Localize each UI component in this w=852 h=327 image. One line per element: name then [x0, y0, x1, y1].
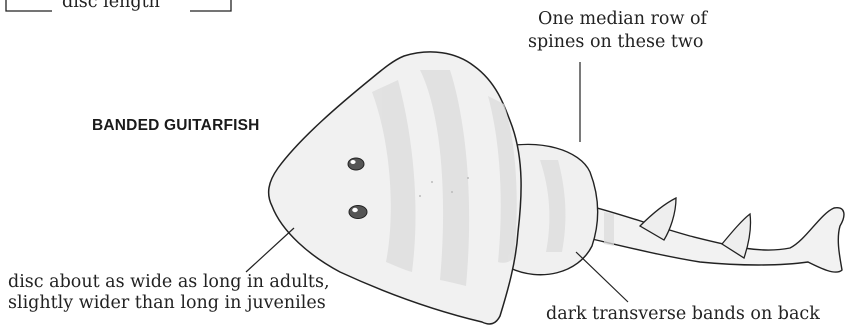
- guitarfish-body: [269, 52, 844, 324]
- fish-tail: [560, 200, 844, 272]
- disc-note-line-1: disc about as wide as long in adults,: [8, 272, 330, 293]
- spine-note-line-2: spines on these two: [528, 32, 703, 53]
- spine-note-line-1: One median row of: [538, 9, 707, 30]
- disc-leader-line: [246, 228, 294, 272]
- disc-length-label: disc length: [62, 0, 160, 13]
- band-note: dark transverse bands on back: [546, 304, 820, 325]
- species-name: BANDED GUITARFISH: [92, 117, 260, 135]
- bands-leader-line: [576, 252, 628, 302]
- disc-note-line-2: slightly wider than long in juveniles: [8, 293, 326, 314]
